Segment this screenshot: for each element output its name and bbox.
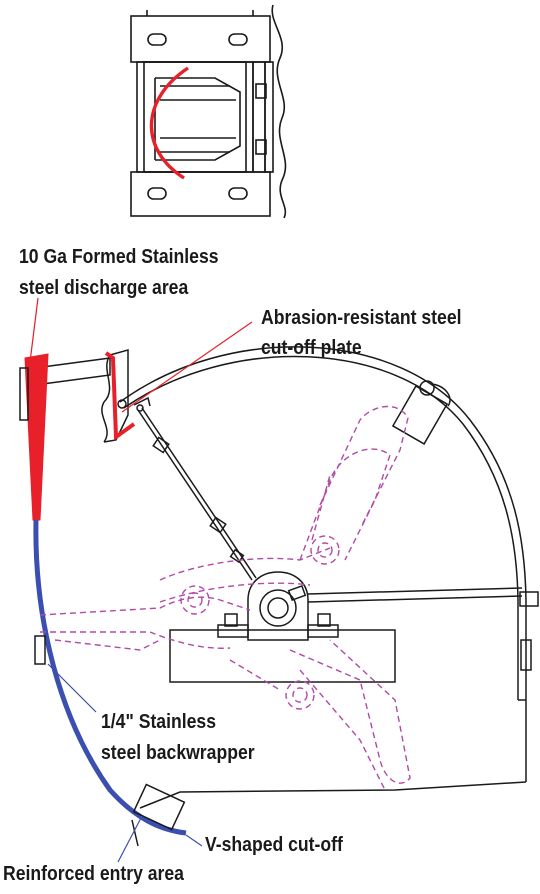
discharge-label-line1: 10 Ga Formed Stainless bbox=[19, 246, 219, 268]
tie-rod bbox=[137, 409, 253, 581]
backwrapper-label-line2: steel backwrapper bbox=[101, 742, 255, 764]
bottom-slot-left bbox=[147, 187, 167, 200]
cutoff-plate-label-line1: Abrasion-resistant steel bbox=[261, 307, 462, 329]
discharge-label-line2: steel discharge area bbox=[19, 277, 189, 299]
leader-lines bbox=[29, 297, 253, 413]
housing-arc bbox=[119, 346, 527, 601]
backwrapper-label-line1: 1/4" Stainless bbox=[101, 711, 216, 733]
bottom-slot-right bbox=[228, 187, 248, 200]
entry-area-label: Reinforced entry area bbox=[3, 863, 184, 885]
leader-discharge bbox=[29, 297, 39, 363]
leader-cutoff-plate bbox=[121, 321, 253, 413]
top-view bbox=[130, 4, 287, 219]
housing-bottom bbox=[139, 781, 527, 809]
hammer-swing bbox=[39, 405, 411, 791]
bottom-flange bbox=[130, 171, 271, 217]
cutoff-plate bbox=[104, 351, 136, 441]
leader-v-cutoff bbox=[185, 834, 203, 847]
discharge-area bbox=[24, 353, 49, 521]
entry-plate bbox=[132, 783, 186, 831]
top-flange bbox=[130, 15, 271, 63]
bearing-housing bbox=[247, 571, 309, 641]
door-latch bbox=[391, 385, 449, 445]
rotor-base bbox=[169, 629, 396, 683]
top-slot-right bbox=[228, 33, 248, 46]
cutoff-plate-label-line2: cut-off plate bbox=[261, 337, 362, 359]
leader-entry bbox=[117, 815, 143, 863]
discharge-frame bbox=[34, 357, 111, 386]
discharge-arc-top bbox=[149, 66, 189, 180]
top-slot-left bbox=[147, 33, 167, 46]
break-line bbox=[271, 4, 287, 219]
backwrapper bbox=[33, 519, 187, 836]
v-cutoff-label: V-shaped cut-off bbox=[205, 834, 343, 856]
side-view bbox=[19, 346, 539, 847]
leader-backwrapper bbox=[47, 663, 97, 713]
